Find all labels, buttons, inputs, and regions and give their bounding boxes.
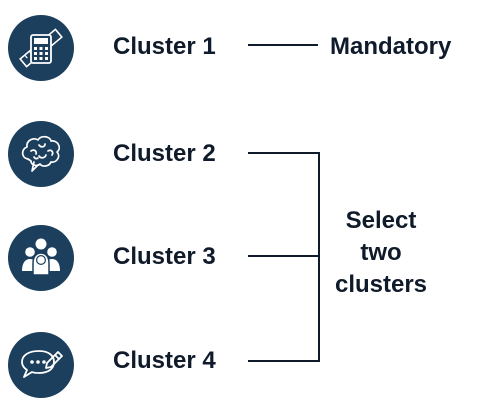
calculator-ruler-icon — [8, 15, 74, 81]
cluster-2-label: Cluster 2 — [113, 140, 216, 167]
cluster-1-label: Cluster 1 — [113, 33, 216, 60]
select-label-line-2: two — [360, 239, 402, 266]
mandatory-label: Mandatory — [330, 33, 452, 60]
cluster-4-label: Cluster 4 — [113, 347, 216, 374]
select-label-line-3: clusters — [334, 271, 428, 298]
select-label-line-1: Select — [345, 207, 417, 234]
cluster-3-label: Cluster 3 — [113, 243, 216, 270]
select-two-clusters-label: Select two clusters — [320, 205, 442, 301]
speech-bubble-pencil-icon — [8, 332, 74, 398]
people-group-icon — [8, 225, 74, 291]
brain-icon — [8, 121, 74, 187]
